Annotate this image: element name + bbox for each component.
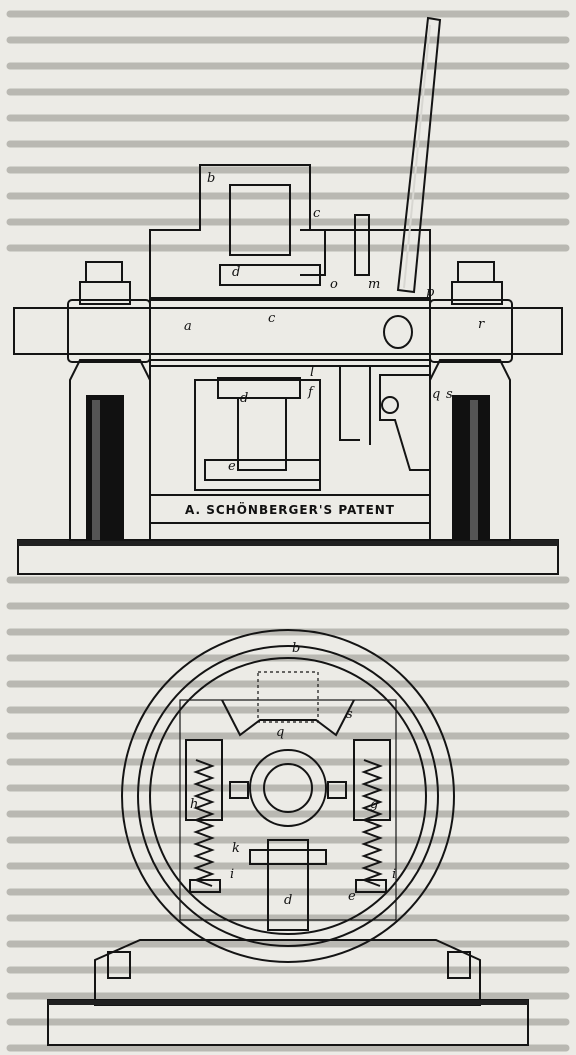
right-spring <box>353 739 391 893</box>
label-front-s: s <box>346 707 353 722</box>
label-front-g: g <box>370 797 378 812</box>
outer-ring <box>121 629 455 963</box>
control-lever <box>396 16 442 294</box>
label-l: l <box>310 365 314 380</box>
label-front-d: d <box>284 893 292 908</box>
side-elevation-view: A. SCHÖNBERGER'S PATENT <box>13 16 563 575</box>
label-c-shaft: c <box>268 311 276 326</box>
right-foot-bolt <box>447 951 471 979</box>
left-spring <box>185 739 223 893</box>
front-base <box>47 939 529 1046</box>
base-plate <box>17 539 559 575</box>
label-d: d <box>232 265 240 280</box>
inner-mechanism <box>179 671 397 931</box>
label-front-k: k <box>232 841 240 856</box>
right-bearing-pedestal <box>429 359 511 541</box>
label-a: a <box>184 319 192 334</box>
label-p: p <box>426 285 435 300</box>
label-q: q <box>432 387 440 402</box>
side-view-labels: b c d o m p a c r l f d e q s <box>184 171 485 474</box>
label-front-i-left: i <box>230 867 234 882</box>
right-bearing-cap <box>451 261 503 305</box>
label-b: b <box>207 171 215 186</box>
front-view-labels: b q s h g k i i d e <box>190 641 396 908</box>
central-frame: A. SCHÖNBERGER'S PATENT <box>149 359 431 541</box>
upper-cylinder <box>229 184 291 256</box>
label-front-q: q <box>276 725 284 740</box>
label-front-e: e <box>348 889 356 904</box>
label-o: o <box>330 277 338 292</box>
front-cylinder-d <box>267 839 309 931</box>
upper-rod <box>354 214 370 276</box>
left-bearing-pedestal <box>69 359 151 541</box>
label-front-b: b <box>292 641 300 656</box>
lower-cylinder-assembly <box>204 366 431 481</box>
label-front-i-right: i <box>392 867 396 882</box>
upper-cylinder-housing <box>149 164 431 301</box>
central-shaft-end <box>263 763 313 813</box>
label-s: s <box>446 387 453 402</box>
label-front-h: h <box>190 797 198 812</box>
label-r: r <box>478 317 485 332</box>
label-m: m <box>368 277 380 292</box>
hub <box>249 749 327 827</box>
label-c: c <box>313 206 321 221</box>
label-e: e <box>228 459 236 474</box>
label-d-lower: d <box>240 391 248 406</box>
left-foot-bolt <box>107 951 131 979</box>
main-shaft <box>13 297 563 367</box>
front-view: b q s h g k i i d e <box>47 629 529 1046</box>
label-f: f <box>307 385 315 400</box>
patent-nameplate: A. SCHÖNBERGER'S PATENT <box>185 502 395 517</box>
left-bearing-cap <box>79 261 131 305</box>
